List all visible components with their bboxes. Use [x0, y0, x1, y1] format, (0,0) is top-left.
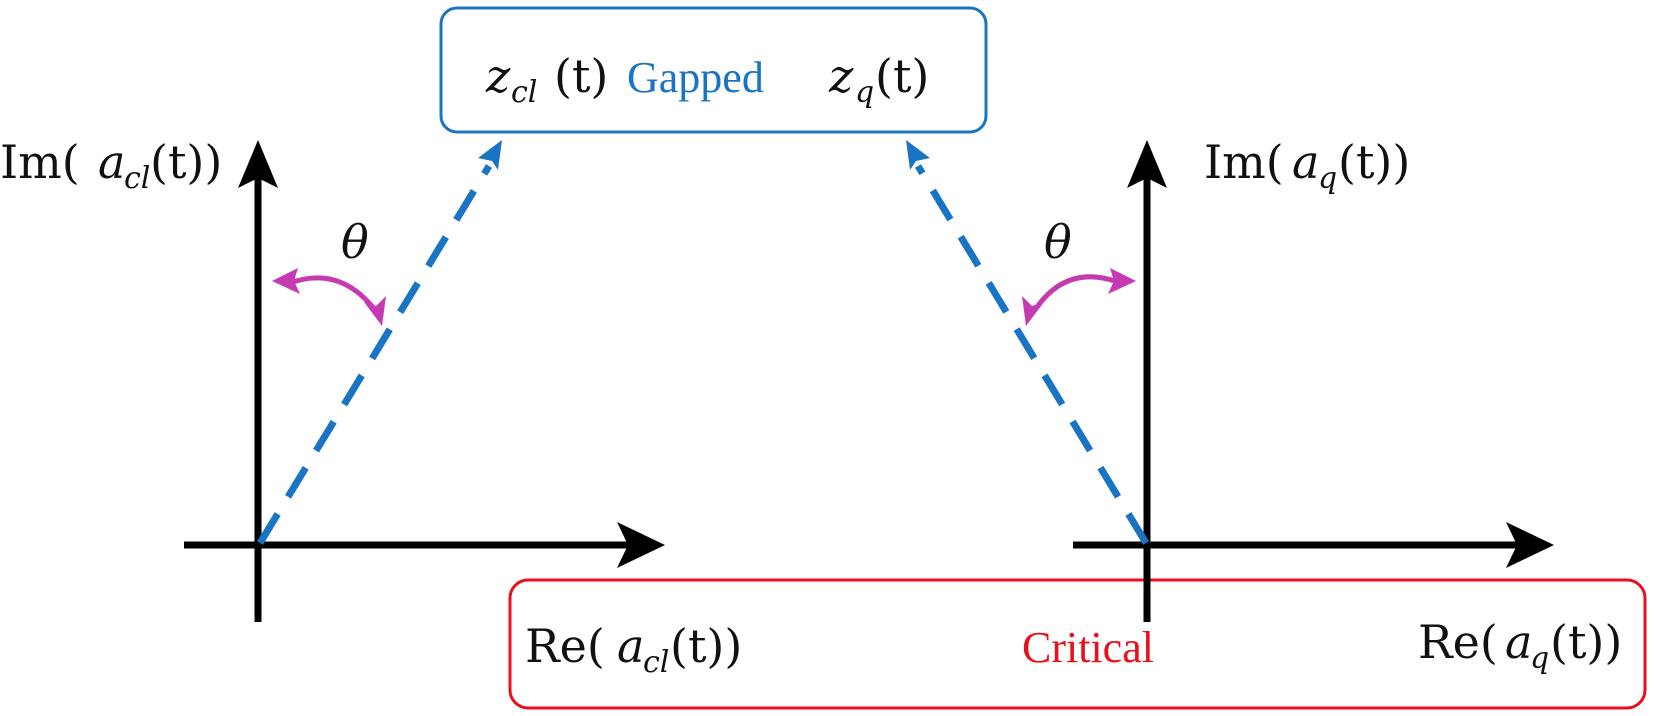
right-y-arrowhead — [1127, 140, 1167, 188]
left-y-arrowhead — [238, 140, 278, 188]
z-q-argument: (t) — [875, 49, 929, 103]
right-angle-arrowhead-up — [1108, 268, 1136, 294]
right-gapped-arrowhead — [906, 140, 930, 170]
right-x-label-prefix: Re( — [1418, 615, 1498, 669]
left-y-label-suffix: (t)) — [150, 135, 222, 189]
right-gapped-direction — [915, 164, 1149, 545]
left-x-label-sub: cl — [643, 645, 669, 680]
left-theta-symbol: θ — [341, 215, 369, 269]
right-y-label-suffix: (t)) — [1338, 135, 1410, 189]
z-cl-symbol: z — [485, 49, 511, 103]
right-y-label-var: a — [1292, 135, 1319, 189]
z-cl-subscript: cl — [511, 75, 537, 110]
right-x-label-suffix: (t)) — [1550, 615, 1622, 669]
left-x-arrowhead — [617, 522, 665, 568]
right-axes: Im( a q (t)) Re( a q (t)) θ — [906, 135, 1622, 676]
right-x-arrowhead — [1506, 522, 1554, 568]
right-y-label-sub: q — [1318, 161, 1337, 196]
gapped-box: z cl (t) Gapped z q (t) — [439, 6, 988, 134]
right-y-label-prefix: Im( — [1204, 135, 1284, 189]
left-axes: Im( a cl (t)) Re( a cl (t)) θ — [0, 135, 742, 680]
gapped-label: Gapped — [627, 53, 764, 102]
left-gapped-direction — [257, 164, 492, 545]
left-y-label-sub: cl — [124, 161, 150, 196]
left-angle-arc — [289, 275, 377, 312]
z-q-symbol: z — [828, 49, 854, 103]
left-angle-arrowhead-down — [364, 296, 386, 326]
left-y-label-prefix: Im( — [0, 135, 80, 189]
z-q-subscript: q — [855, 75, 874, 110]
right-angle-arrowhead-down — [1022, 296, 1044, 326]
left-angle-arrowhead-up — [272, 268, 300, 294]
left-x-label-suffix: (t)) — [670, 619, 742, 673]
critical-label: Critical — [1022, 623, 1154, 672]
gapped-box-frame — [439, 6, 988, 134]
left-x-label-var: a — [617, 619, 644, 673]
right-theta-symbol: θ — [1044, 215, 1072, 269]
critical-box: Critical — [508, 578, 1647, 710]
z-cl-argument: (t) — [554, 49, 608, 103]
right-x-label-sub: q — [1530, 641, 1549, 676]
right-x-label-var: a — [1505, 615, 1532, 669]
critical-box-frame — [508, 578, 1647, 710]
left-y-label-var: a — [98, 135, 125, 189]
left-x-label-prefix: Re( — [525, 619, 605, 673]
left-gapped-arrowhead — [478, 140, 502, 170]
right-angle-arc — [1032, 274, 1116, 312]
